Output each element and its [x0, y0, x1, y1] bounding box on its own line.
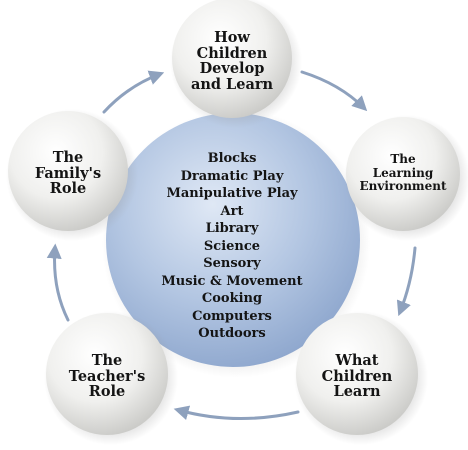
label-line: Role: [88, 383, 126, 400]
label-line: How: [214, 29, 250, 46]
label-familys-role: The Family's Role: [13, 150, 123, 197]
list-item: Cooking: [201, 291, 263, 306]
arrow-develop-to-environment: [300, 70, 368, 112]
label-line: Role: [49, 180, 87, 197]
label-what-children-learn: What Children Learn: [302, 353, 412, 400]
list-item: Manipulative Play: [166, 186, 298, 201]
label-line: Family's: [34, 164, 102, 182]
arrow-family-to-develop: [102, 70, 165, 114]
label-line: Develop: [199, 60, 265, 77]
arrow-learn-to-teacher: [173, 405, 300, 421]
label-line: Children: [196, 44, 268, 62]
label-how-children-develop: How Children Develop and Learn: [172, 30, 292, 92]
label-line: Children: [321, 367, 393, 385]
label-line: Environment: [359, 179, 447, 193]
label-line: and Learn: [190, 75, 274, 93]
label-learning-environment: The Learning Environment: [348, 152, 458, 194]
cycle-arrows: [46, 70, 417, 421]
node-teachers-role: [44, 311, 178, 445]
node-how-children-develop: [170, 0, 302, 128]
node-what-children-learn: [294, 311, 428, 445]
label-teachers-role: The Teacher's Role: [52, 353, 162, 400]
list-item: Dramatic Play: [180, 168, 284, 184]
list-item: Library: [205, 221, 259, 236]
list-item: Sensory: [203, 256, 261, 271]
label-line: The: [91, 352, 123, 369]
list-item: Computers: [192, 308, 272, 324]
list-item: Science: [203, 238, 261, 254]
arrow-environment-to-learn: [396, 246, 417, 317]
node-learning-environment: [344, 115, 468, 241]
learning-areas-list: Blocks Dramatic Play Manipulative Play A…: [132, 150, 332, 343]
list-item: Blocks: [207, 151, 257, 166]
label-line: The: [52, 149, 84, 166]
node-familys-role: [6, 109, 138, 241]
arrow-teacher-to-family: [46, 243, 70, 322]
label-line: The: [390, 152, 416, 166]
label-line: Learn: [333, 383, 381, 400]
list-item: Art: [220, 203, 244, 219]
label-line: Teacher's: [68, 367, 146, 385]
label-line: Learning: [372, 165, 434, 180]
center-circle: [102, 110, 370, 378]
list-item: Music & Movement: [161, 273, 303, 289]
list-item: Outdoors: [198, 326, 266, 341]
label-line: What: [335, 352, 379, 369]
